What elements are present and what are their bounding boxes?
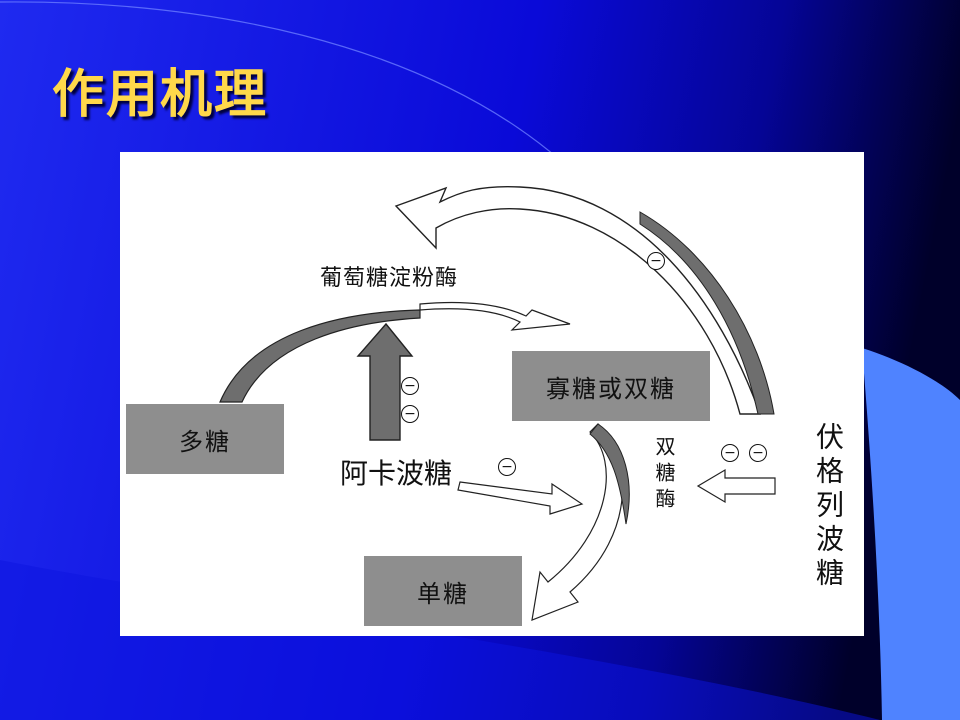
oligosaccharide-label: 寡糖或双糖	[546, 374, 676, 403]
inhibition-symbol: −	[647, 252, 665, 270]
glucoamylase-label: 葡萄糖淀粉酶	[320, 266, 459, 291]
disaccharidase-label: 双糖酶	[652, 436, 676, 514]
feedback-arc-shade	[639, 211, 775, 415]
voglibose-left-arrow	[696, 468, 776, 504]
acarbose-right-arrow	[457, 481, 584, 515]
slide-title: 作用机理	[52, 65, 269, 125]
polysaccharide-label: 多糖	[179, 427, 231, 456]
oligosaccharide-box: 寡糖或双糖	[512, 351, 710, 421]
inhibition-symbol: −	[498, 458, 516, 476]
acarbose-up-arrow	[356, 322, 414, 441]
monosaccharide-label: 单糖	[417, 579, 469, 608]
inhibition-symbol: −	[401, 405, 419, 423]
oligo-to-mono-shade	[589, 423, 630, 525]
voglibose-label: 伏格列波糖	[812, 422, 845, 592]
polysaccharide-arc-arrow	[219, 309, 421, 403]
inhibition-symbol: −	[401, 377, 419, 395]
mechanism-diagram: 多糖 寡糖或双糖 单糖 葡萄糖淀粉酶 阿卡波糖 双糖酶 伏格列波糖 − − − …	[120, 152, 864, 636]
enzyme-to-oligo-arrow	[419, 301, 571, 331]
inhibition-symbol: −	[749, 444, 767, 462]
monosaccharide-box: 单糖	[364, 556, 522, 626]
acarbose-label: 阿卡波糖	[340, 457, 453, 490]
polysaccharide-box: 多糖	[126, 404, 284, 474]
inhibition-symbol: −	[721, 444, 739, 462]
diagram-arrows	[219, 185, 776, 621]
